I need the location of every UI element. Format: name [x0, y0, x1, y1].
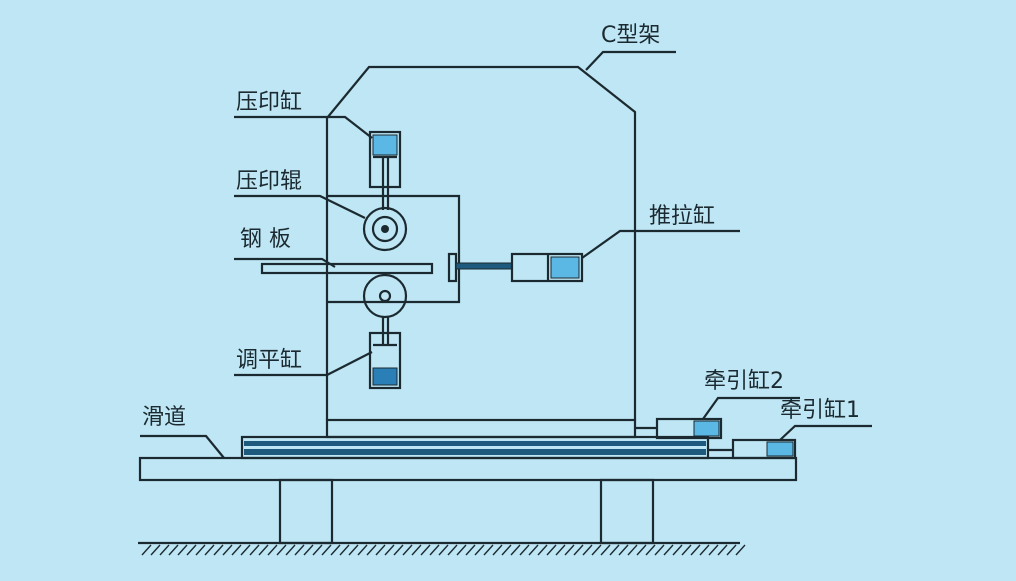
ground-hatch-tick — [402, 544, 413, 556]
ground-hatch-tick — [591, 544, 602, 556]
ground-hatch-tick — [258, 544, 269, 556]
ground-hatch-tick — [303, 544, 314, 556]
ground-hatch-tick — [276, 544, 287, 556]
ground-hatch-tick — [546, 544, 557, 556]
ground-hatch-tick — [393, 544, 404, 556]
ground-hatch-tick — [222, 544, 233, 556]
ground-hatch-tick — [204, 544, 215, 556]
ground-hatch-tick — [312, 544, 323, 556]
c-frame-opening — [327, 194, 461, 304]
ground-hatch-tick — [708, 544, 719, 556]
press-roller — [362, 206, 408, 252]
label-leveling-cylinder: 调平缸 — [236, 348, 302, 373]
ground-hatch-tick — [474, 544, 485, 556]
base-bed — [138, 456, 798, 482]
ground-hatch-tick — [699, 544, 710, 556]
ground-hatch-tick — [348, 544, 359, 556]
ground-hatch-tick — [267, 544, 278, 556]
support-pillar-right — [599, 478, 655, 545]
leader-lines — [140, 50, 872, 459]
push-pull-cylinder — [447, 252, 584, 283]
ground-hatch-tick — [582, 544, 593, 556]
ground-hatch-tick — [294, 544, 305, 556]
ground-hatch-tick — [492, 544, 503, 556]
ground-hatch-tick — [177, 544, 188, 556]
ground-hatch-tick — [735, 544, 746, 556]
ground — [138, 541, 746, 556]
label-c-frame: C型架 — [601, 23, 660, 48]
leveling-roller — [362, 273, 408, 319]
traction-cylinder-1 — [708, 438, 797, 460]
ground-hatch-tick — [483, 544, 494, 556]
ground-hatch-tick — [690, 544, 701, 556]
ground-hatch-tick — [510, 544, 521, 556]
ground-hatch-tick — [339, 544, 350, 556]
ground-hatch-tick — [609, 544, 620, 556]
slide-rail — [240, 435, 710, 460]
ground-hatch-tick — [231, 544, 242, 556]
ground-hatch-tick — [672, 544, 683, 556]
ground-hatch-tick — [528, 544, 539, 556]
ground-hatch-tick — [249, 544, 260, 556]
ground-hatch-tick — [429, 544, 440, 556]
ground-hatch-tick — [141, 544, 152, 556]
ground-hatch-tick — [357, 544, 368, 556]
ground-hatch-tick — [465, 544, 476, 556]
ground-hatch-tick — [519, 544, 530, 556]
ground-hatch-tick — [447, 544, 458, 556]
ground-hatch-tick — [555, 544, 566, 556]
traction-cylinder-2 — [635, 417, 723, 440]
label-traction-cylinder-2: 牵引缸2 — [704, 369, 784, 394]
ground-hatch-tick — [150, 544, 161, 556]
ground-hatch-tick — [366, 544, 377, 556]
ground-hatch-tick — [681, 544, 692, 556]
ground-hatch-tick — [411, 544, 422, 556]
ground-hatch-tick — [537, 544, 548, 556]
ground-hatch-tick — [564, 544, 575, 556]
label-press-roller: 压印辊 — [236, 169, 302, 194]
ground-hatch-tick — [213, 544, 224, 556]
steel-plate — [260, 262, 434, 275]
ground-hatch-tick — [618, 544, 629, 556]
ground-hatch-tick — [240, 544, 251, 556]
ground-hatch-tick — [636, 544, 647, 556]
ground-hatch-tick — [654, 544, 665, 556]
ground-hatch-tick — [717, 544, 728, 556]
label-steel-plate: 钢 板 — [240, 227, 291, 252]
ground-hatch-tick — [330, 544, 341, 556]
press-cylinder — [368, 130, 402, 210]
ground-hatch-tick — [168, 544, 179, 556]
ground-hatch-tick — [186, 544, 197, 556]
ground-hatch-tick — [384, 544, 395, 556]
ground-hatch-tick — [645, 544, 656, 556]
ground-hatch-tick — [627, 544, 638, 556]
label-push-pull-cylinder: 推拉缸 — [649, 204, 715, 229]
leveling-cylinder — [368, 317, 402, 390]
ground-hatch-tick — [285, 544, 296, 556]
ground-hatch-tick — [159, 544, 170, 556]
ground-hatch-tick — [573, 544, 584, 556]
ground-hatch-tick — [456, 544, 467, 556]
c-frame — [325, 65, 637, 420]
ground-hatch-tick — [321, 544, 332, 556]
frame-base-plate — [325, 418, 637, 439]
ground-hatch-tick — [420, 544, 431, 556]
ground-hatch-tick — [195, 544, 206, 556]
label-slide-rail: 滑道 — [142, 405, 186, 430]
ground-hatch-tick — [663, 544, 674, 556]
ground-hatch-tick — [501, 544, 512, 556]
label-traction-cylinder-1: 牵引缸1 — [780, 398, 860, 423]
ground-hatch-tick — [375, 544, 386, 556]
ground-hatch-tick — [438, 544, 449, 556]
ground-hatch-tick — [726, 544, 737, 556]
support-pillar-left — [278, 478, 334, 545]
ground-hatch-tick — [600, 544, 611, 556]
label-press-cylinder: 压印缸 — [236, 90, 302, 115]
